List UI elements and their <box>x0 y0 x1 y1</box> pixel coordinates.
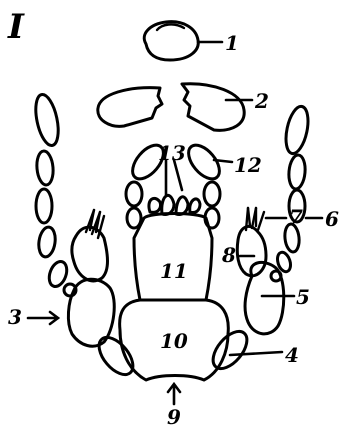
label-6: 6 <box>325 207 339 231</box>
label-7: 7 <box>289 205 303 229</box>
label-4: 4 <box>285 343 299 367</box>
label-3: 3 <box>8 305 22 329</box>
label-1: 1 <box>225 31 239 55</box>
label-8: 8 <box>221 243 236 267</box>
label-13: 13 <box>158 141 186 165</box>
right-maxilla <box>207 104 312 374</box>
label-9: 9 <box>167 405 181 427</box>
label-2: 2 <box>254 89 269 113</box>
label-11: 11 <box>160 259 188 283</box>
label-10: 10 <box>160 329 188 353</box>
panel-label: I <box>7 7 25 47</box>
labrum <box>144 22 198 60</box>
label-12: 12 <box>234 153 262 177</box>
mandibles <box>98 84 244 131</box>
label-5: 5 <box>296 285 310 309</box>
left-maxilla <box>32 92 140 380</box>
